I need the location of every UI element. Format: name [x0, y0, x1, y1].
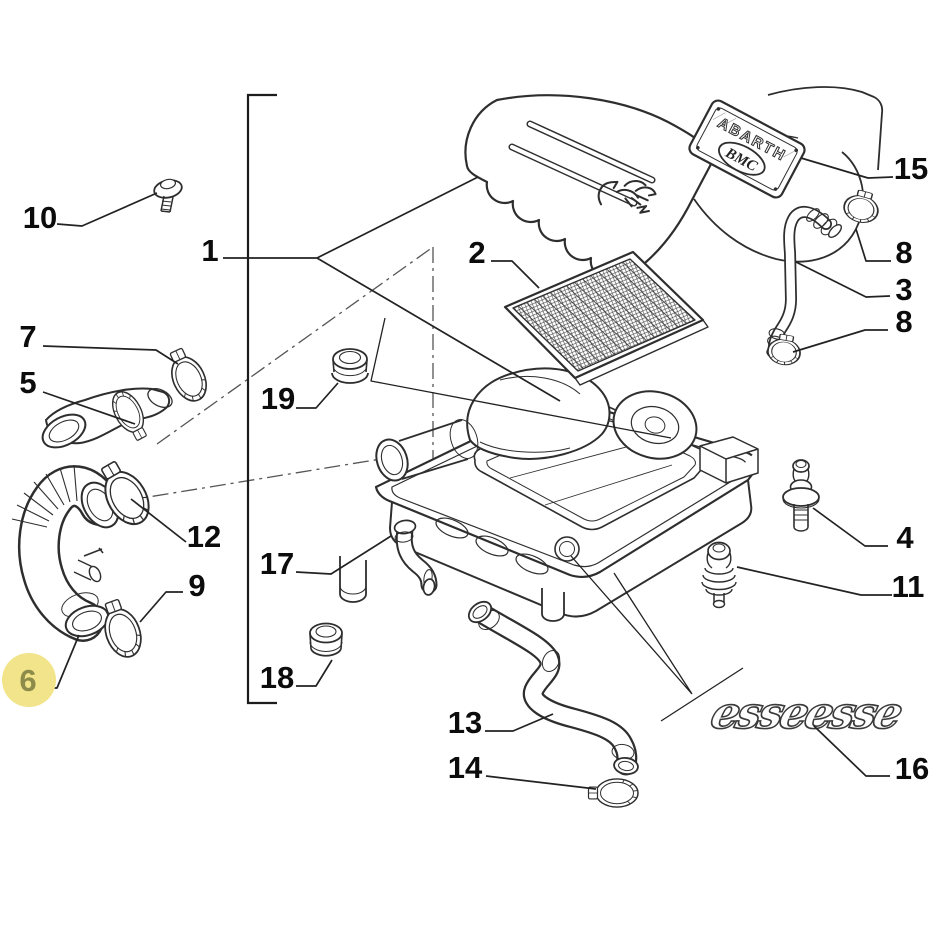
callout-14[interactable]: 14 — [448, 750, 483, 785]
part-2-air-filter-illustration — [503, 250, 709, 386]
leader-lines — [42, 157, 894, 790]
part-11-mount-illustration — [701, 541, 737, 609]
callout-18[interactable]: 18 — [260, 660, 294, 695]
part-15-badge-plate-illustration: ABARTH BMC — [688, 99, 806, 199]
callout-17[interactable]: 17 — [260, 546, 294, 581]
callout-4[interactable]: 4 — [896, 520, 914, 555]
callout-11[interactable]: 11 — [892, 569, 925, 604]
part-14-clamp-illustration — [587, 778, 639, 808]
callout-6-highlighted[interactable]: 6 — [19, 663, 36, 698]
part-6-corrugated-hose-illustration — [11, 464, 121, 642]
callout-10[interactable]: 10 — [23, 200, 57, 235]
part-5-intake-duct-illustration — [41, 387, 173, 449]
callout-5[interactable]: 5 — [19, 365, 36, 400]
callout-7[interactable]: 7 — [19, 319, 36, 354]
part-18-grommet-illustration — [309, 622, 343, 657]
part-19-grommet-illustration — [331, 348, 369, 384]
part-16-esseesse-badge-illustration: esseesse — [705, 686, 908, 740]
part-4-mount-illustration — [782, 459, 820, 532]
part-13-hose-illustration — [467, 600, 639, 776]
part-3-pipe-illustration — [766, 206, 843, 359]
callout-12[interactable]: 12 — [187, 519, 221, 554]
highlight-circle — [2, 653, 56, 707]
callout-8-upper[interactable]: 8 — [895, 235, 912, 270]
part-10-screw-illustration — [153, 178, 183, 213]
callout-8-lower[interactable]: 8 — [895, 304, 912, 339]
assembly-bracket — [246, 93, 277, 705]
callout-19[interactable]: 19 — [261, 381, 295, 416]
callout-1[interactable]: 1 — [201, 233, 218, 268]
esseesse-script-text: esseesse — [706, 687, 908, 739]
part-1-engine-cover-illustration — [464, 86, 884, 281]
callout-3[interactable]: 3 — [895, 272, 912, 307]
callout-9[interactable]: 9 — [188, 568, 205, 603]
scorpion-logo-icon — [597, 179, 657, 214]
callout-15[interactable]: 15 — [894, 151, 928, 186]
callout-16[interactable]: 16 — [895, 751, 929, 786]
part-9-clamp-illustration — [94, 594, 149, 663]
part-8-clamp-upper-illustration — [840, 186, 884, 228]
airbox-housing-illustration — [339, 367, 759, 622]
callouts: 10 1 2 15 8 3 8 7 5 19 12 17 9 4 11 6 18… — [2, 151, 929, 786]
part-17-hose-illustration — [393, 519, 438, 596]
callout-13[interactable]: 13 — [448, 705, 482, 740]
centerlines — [123, 246, 434, 502]
callout-2[interactable]: 2 — [468, 235, 485, 270]
